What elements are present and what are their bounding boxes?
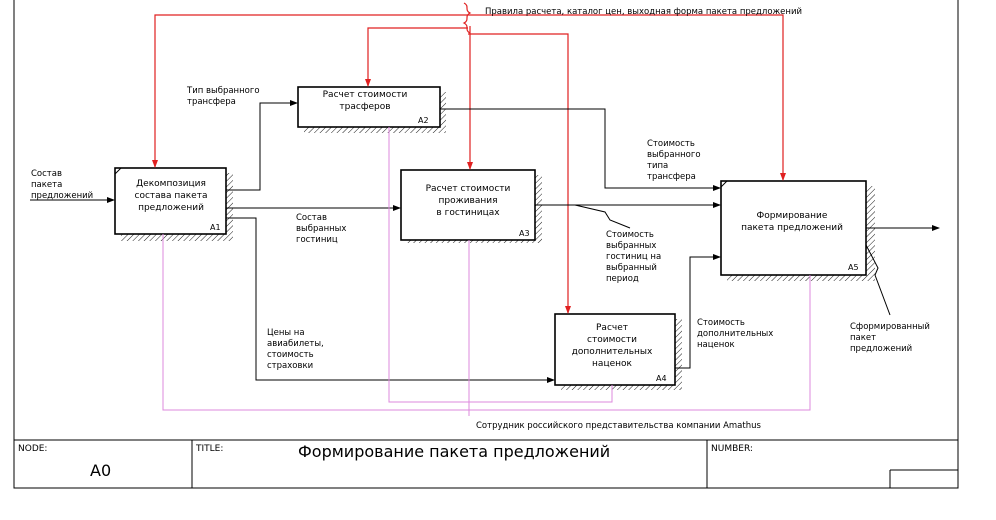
output-arrow xyxy=(865,225,940,316)
box-a3-number: A3 xyxy=(519,229,530,238)
title-label: TITLE: xyxy=(195,444,223,454)
diagram-frame xyxy=(13,0,959,488)
box-a2-number: A2 xyxy=(418,116,429,125)
control-arrows xyxy=(152,2,786,314)
box-a5-number: A5 xyxy=(848,263,859,272)
arrow-transfer-type xyxy=(226,100,298,191)
footer-frame xyxy=(13,439,959,489)
mechanism-label: Сотрудник российского представительства … xyxy=(476,421,762,431)
box-a1-number: A1 xyxy=(210,223,221,232)
mechanism-arrows xyxy=(162,127,811,416)
arrow-hotel-cost xyxy=(535,202,721,229)
node-value: A0 xyxy=(90,461,111,480)
arrow-markup xyxy=(675,254,721,369)
diagram-title: Формирование пакета предложений xyxy=(298,442,610,461)
number-label: NUMBER: xyxy=(711,444,753,454)
arrow-transfer-cost xyxy=(440,108,721,191)
box-a4-number: A4 xyxy=(656,374,667,383)
node-label: NODE: xyxy=(18,444,47,454)
control-label: Правила расчета, каталог цен, выходная ф… xyxy=(485,7,802,17)
arrow-tickets xyxy=(226,217,555,383)
